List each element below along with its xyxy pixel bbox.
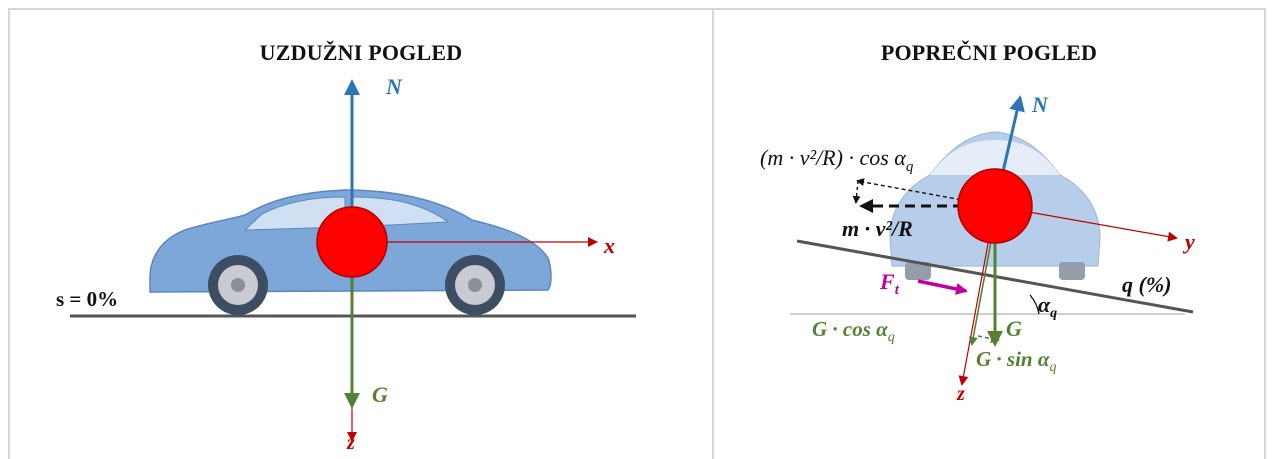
grade-label: q (%) (1122, 272, 1171, 297)
longitudinal-view-title: UZDUŽNI POGLED (259, 40, 463, 65)
right-normal-label: N (1031, 92, 1049, 117)
g-cos-label: G · cos αq (812, 317, 895, 345)
friction-label: Ft (879, 269, 900, 298)
left-normal-label: N (385, 74, 403, 99)
angle-arc (1029, 294, 1040, 315)
centrifugal-label: m · v²/R (842, 216, 913, 241)
left-z-axis-label: z (346, 432, 355, 454)
right-center-of-mass (957, 168, 1033, 244)
centrifugal-cos-label: (m · v²/R) · cos αq (760, 145, 914, 175)
cross-section-view-title: POPREČNI POGLED (880, 40, 1098, 65)
longitudinal-view-panel: UZDUŽNI POGLED (8, 8, 714, 459)
left-x-axis-label: x (603, 233, 615, 258)
friction-force-arrow (917, 279, 968, 295)
g-sin-label: G · sin αq (976, 347, 1056, 375)
cross-section-view-panel: POPREČNI POGLED (714, 8, 1266, 459)
left-slope-label: s = 0% (56, 287, 118, 311)
angle-label: αq (1038, 292, 1057, 321)
centrifugal-sin-component-arrow (852, 180, 861, 204)
right-z-axis-label: z (956, 383, 965, 405)
left-center-of-mass (316, 206, 388, 278)
right-y-axis-label: y (1182, 229, 1195, 254)
right-weight-label: G (1006, 316, 1022, 341)
left-weight-label: G (372, 382, 388, 407)
